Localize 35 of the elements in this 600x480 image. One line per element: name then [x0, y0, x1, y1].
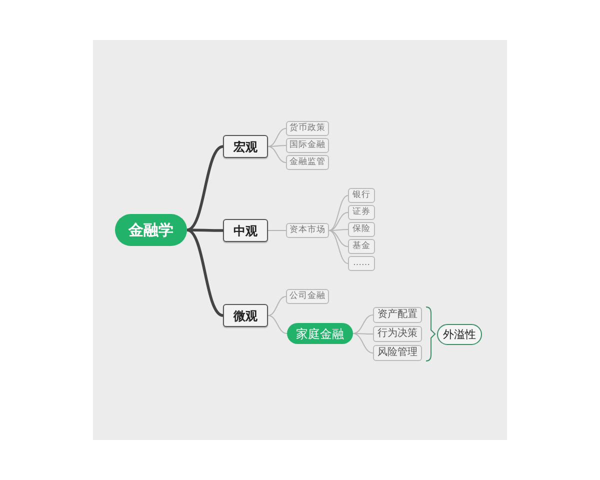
leaf-box: 风险管理	[373, 345, 422, 361]
leaf-box: 货币政策	[286, 121, 329, 136]
connector-line	[268, 296, 286, 316]
leaf-box: 银行	[348, 188, 375, 203]
connector-line	[352, 314, 374, 334]
outlined-pill: 外溢性	[437, 324, 482, 345]
topic-pill: 金融学	[115, 214, 187, 246]
leaf-box: 基金	[348, 239, 375, 254]
leaf-box: ……	[348, 256, 375, 271]
leaf-box: 资本市场	[286, 223, 329, 238]
leaf-box: 公司金融	[286, 289, 329, 304]
branch-box: 微观	[223, 304, 268, 327]
connector-line	[268, 230, 286, 231]
leaf-box: 资产配置	[373, 307, 422, 323]
connector-line	[268, 315, 288, 334]
leaf-box: 行为决策	[373, 326, 422, 342]
connector-line	[352, 333, 374, 334]
leaf-box: 国际金融	[286, 138, 329, 153]
branch-box: 宏观	[223, 135, 268, 158]
connector-line	[328, 230, 348, 247]
connector-line	[328, 229, 348, 231]
connector-line	[328, 230, 348, 264]
connector-line	[268, 146, 286, 163]
connector-line	[352, 333, 374, 354]
leaf-box: 证券	[348, 205, 375, 220]
connector-line	[268, 128, 286, 147]
connector-line	[328, 195, 348, 231]
highlight-pill: 家庭金融	[287, 323, 353, 344]
branch-box: 中观	[223, 219, 268, 242]
connector-line	[268, 145, 286, 147]
leaf-box: 金融监管	[286, 155, 329, 170]
connector-line	[186, 145, 224, 232]
connector-line	[328, 212, 348, 231]
connector-line	[186, 228, 224, 317]
leaf-box: 保险	[348, 222, 375, 237]
